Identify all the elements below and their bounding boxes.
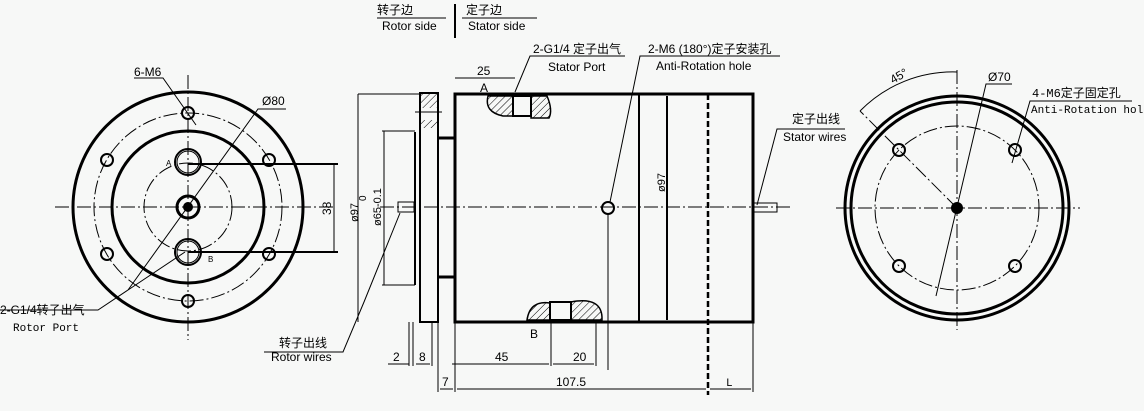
dia-70-label: Ø70	[988, 70, 1011, 84]
rotor-port-en: Rotor Port	[13, 323, 79, 335]
dim-L: L	[726, 378, 733, 390]
port-b-label: B	[208, 255, 213, 264]
dim-107-5: 107.5	[556, 375, 586, 389]
rotor-wires-cn: 转子出线	[279, 335, 327, 350]
rotor-side-en: Rotor side	[382, 19, 437, 33]
rotor-port-cn: 2-G1/4转子出气	[0, 302, 85, 317]
tol-0: 0	[358, 195, 369, 201]
dia-80-label: Ø80	[262, 94, 285, 108]
stator-end-view: 45° Ø70 4-M6定子固定孔 Anti-Rotation hole	[836, 65, 1144, 330]
dim-45: 45	[495, 350, 509, 364]
dim-8: 8	[419, 350, 426, 364]
stator-wires-cn: 定子出线	[792, 111, 840, 126]
dim-7: 7	[442, 375, 449, 389]
dim-25: 25	[477, 64, 491, 78]
dim-20: 20	[573, 350, 587, 364]
dia-65: ø65-0.1	[372, 188, 384, 226]
rotor-wires-en: Rotor wires	[271, 350, 332, 364]
port-b-side: B	[530, 327, 538, 341]
dim-2: 2	[393, 350, 400, 364]
side-header: 转子边 Rotor side 定子边 Stator side	[377, 2, 537, 38]
anti-rotation-cn: 2-M6 (180°)定子安装孔	[648, 41, 772, 56]
dim-38: 38	[320, 201, 334, 215]
port-a-side: A	[480, 81, 488, 95]
stator-side-en: Stator side	[468, 19, 526, 33]
dia-97-left: ø97	[349, 203, 361, 222]
stator-port-cn: 2-G1/4 定子出气	[533, 41, 621, 56]
stator-bolt-en: Anti-Rotation hole	[1031, 105, 1144, 117]
stator-port-en: Stator Port	[548, 60, 606, 74]
side-view: A B ø97 0 ø65-0.1 ø97 25 2-G1/4 定子出气 Sta…	[264, 41, 846, 395]
bolt-label: 6-M6	[134, 65, 162, 79]
rotor-side-cn: 转子边	[377, 2, 413, 17]
dia-97-body: ø97	[656, 173, 668, 192]
angle-45: 45°	[888, 65, 911, 86]
anti-rotation-en: Anti-Rotation hole	[656, 59, 752, 73]
stator-side-cn: 定子边	[466, 2, 502, 17]
rotor-end-view: A B 38 6-M6 Ø80 2-G1/4转子出气 Rotor Port	[0, 65, 338, 340]
stator-bolt-cn: 4-M6定子固定孔	[1032, 85, 1121, 101]
port-a-label: A	[166, 159, 172, 168]
stator-wires-en: Stator wires	[783, 130, 846, 144]
